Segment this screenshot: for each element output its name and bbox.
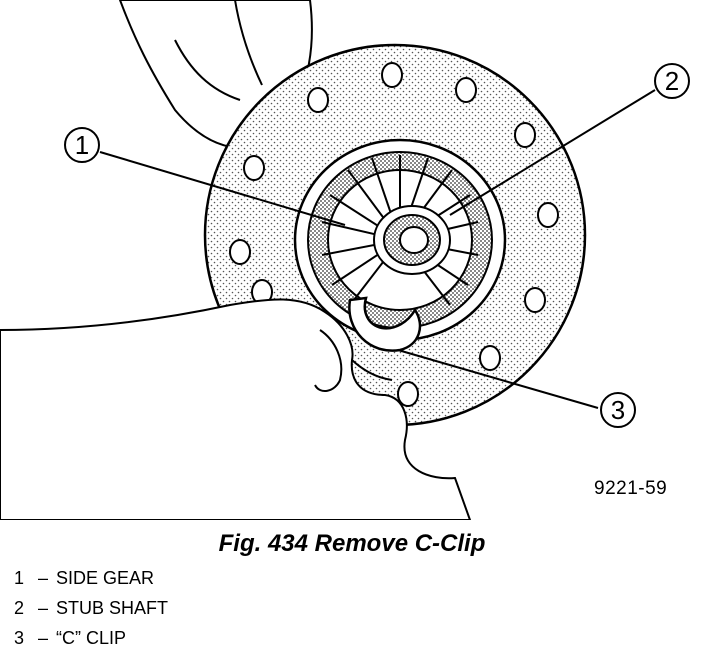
- c-clip: [348, 296, 422, 352]
- legend-item-3: 3–“C” CLIP: [14, 626, 168, 656]
- callout-1-number: 1: [75, 130, 89, 160]
- callout-2: 2: [654, 63, 690, 99]
- differential-illustration: 1 2 3: [0, 0, 690, 520]
- legend-dash: –: [37, 598, 48, 618]
- legend-item-1: 1–SIDE GEAR: [14, 566, 168, 596]
- figure-caption: Fig. 434 Remove C-Clip: [218, 530, 486, 557]
- leader-lines: [99, 89, 656, 409]
- legend-item-2: 2–STUB SHAFT: [14, 596, 168, 626]
- legend-dash: –: [37, 568, 48, 588]
- legend-label: SIDE GEAR: [56, 568, 155, 588]
- legend-number: 3: [14, 628, 25, 648]
- legend-number: 2: [14, 598, 25, 618]
- callout-3-number: 3: [611, 395, 625, 425]
- callout-3: 3: [600, 392, 636, 428]
- figure-code: 9221-59: [594, 478, 668, 499]
- legend-label: “C” CLIP: [56, 628, 127, 648]
- lower-hand: [0, 298, 472, 520]
- legend-label: STUB SHAFT: [56, 598, 169, 618]
- legend-dash: –: [37, 628, 48, 648]
- callout-legend: 1–SIDE GEAR 2–STUB SHAFT 3–“C” CLIP: [14, 566, 168, 656]
- callout-2-number: 2: [665, 66, 679, 96]
- callout-1: 1: [64, 127, 100, 163]
- stub-shaft: [373, 205, 451, 275]
- legend-number: 1: [14, 568, 25, 588]
